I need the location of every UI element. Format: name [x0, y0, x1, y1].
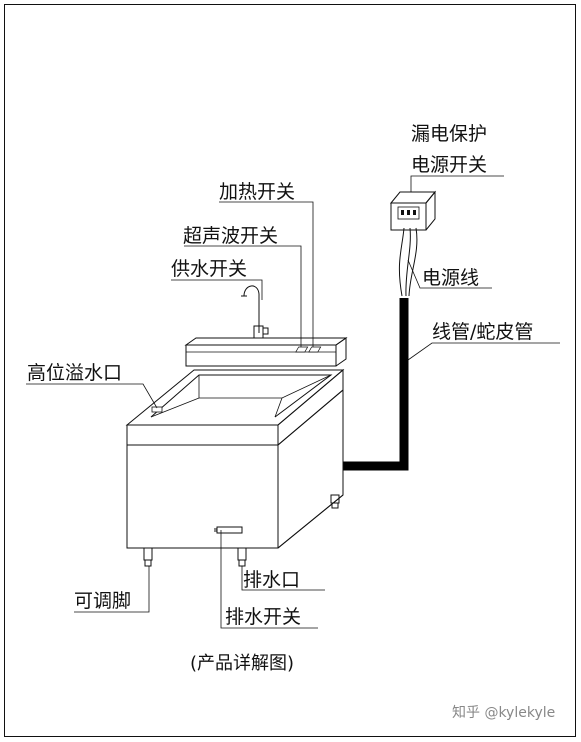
label-conduit: 线管/蛇皮管: [432, 321, 533, 343]
tank-body: [125, 368, 345, 549]
drain-valve: [214, 526, 243, 534]
label-ultrasonic-switch: 超声波开关: [183, 225, 278, 247]
label-heating-switch: 加热开关: [219, 181, 295, 203]
heating-switch-button: [295, 346, 309, 353]
overflow-slot: [151, 406, 163, 413]
label-water-supply-switch: 供水开关: [171, 258, 247, 280]
adjustable-feet: [143, 494, 340, 567]
caption: (产品详解图): [190, 653, 294, 674]
label-drain-switch: 排水开关: [225, 606, 301, 628]
control-panel: [184, 337, 348, 367]
power-cord-wires: [398, 227, 418, 297]
ultrasonic-switch-button: [308, 346, 322, 353]
diagram-frame: [4, 4, 576, 737]
leakage-switch-box: [389, 190, 437, 231]
label-overflow-outlet: 高位溢水口: [27, 362, 122, 384]
watermark: 知乎 @kylekyle: [452, 704, 555, 721]
faucet: [241, 285, 269, 339]
label-drain-outlet: 排水口: [243, 569, 300, 591]
label-leakage-switch-line1: 漏电保护: [411, 123, 487, 145]
leader-lines: [26, 175, 560, 629]
label-leakage-switch-line2: 电源开关: [411, 154, 487, 176]
label-adjustable-feet: 可调脚: [74, 590, 131, 612]
conduit-hose: [343, 298, 409, 471]
label-power-cord: 电源线: [422, 267, 479, 289]
